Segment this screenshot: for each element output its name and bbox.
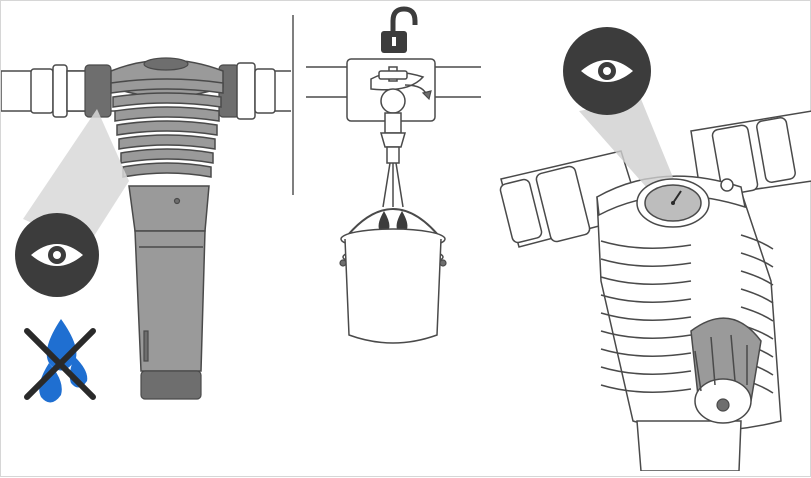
drain-valve-panel [306,9,481,343]
filter-rib [115,107,219,121]
filter-rib [119,135,215,149]
pressure-gauge-panel [499,27,811,471]
filter-rib [123,163,211,177]
filter-bowl [129,186,209,399]
filter-inspection-panel [1,58,301,403]
filter-rib [121,149,213,163]
eye-icon [563,27,651,115]
eye-icon [15,213,99,297]
water-stream [383,163,403,207]
flush-knob [691,318,761,423]
unlock-icon [381,9,415,53]
no-water-leak-icon [27,319,93,403]
bucket-icon [340,209,446,343]
gauge-filter-bowl [637,421,741,471]
filter-rib [117,121,217,135]
